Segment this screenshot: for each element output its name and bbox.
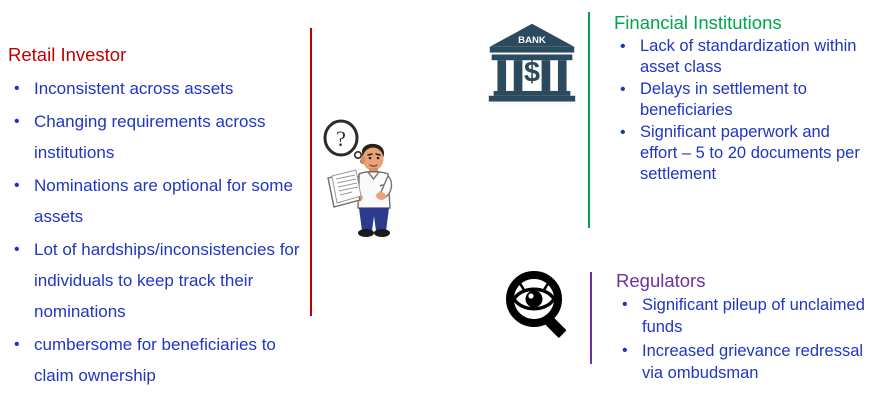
group-regulators: Regulators • Significant pileup of uncla… <box>616 270 870 386</box>
list-item-label: Increased grievance redressal via ombuds… <box>642 342 864 382</box>
list-item: • Lot of hardships/inconsistencies for i… <box>8 234 308 327</box>
confused-investor-icon: ? <box>318 116 404 238</box>
bullet-dot-icon: • <box>620 38 626 55</box>
list-item: • Significant pileup of unclaimed funds <box>616 294 870 338</box>
financial-institutions-title: Financial Institutions <box>614 12 782 33</box>
divider-purple <box>590 272 592 364</box>
retail-investor-bullet-list: • Inconsistent across assets • Changing … <box>8 73 308 391</box>
divider-green <box>588 12 590 228</box>
list-item: • cumbersome for beneficiaries to claim … <box>8 329 308 391</box>
list-item-label: Significant paperwork and effort – 5 to … <box>640 123 860 183</box>
list-item-label: Lot of hardships/inconsistencies for ind… <box>34 240 300 321</box>
divider-red <box>310 28 312 316</box>
list-item: • Changing requirements across instituti… <box>8 106 308 168</box>
bullet-dot-icon: • <box>620 81 626 98</box>
bank-building-icon: BANK $ <box>484 18 580 114</box>
documents-icon <box>327 169 362 208</box>
list-item: • Inconsistent across assets <box>8 73 308 104</box>
list-item: • Delays in settlement to beneficiaries <box>614 79 870 121</box>
dollar-sign-icon: $ <box>524 56 540 88</box>
list-item: • Significant paperwork and effort – 5 t… <box>614 122 870 185</box>
bullet-dot-icon: • <box>14 177 20 194</box>
bullet-dot-icon: • <box>14 241 20 258</box>
list-item-label: Changing requirements across institution… <box>34 112 266 162</box>
bullet-dot-icon: • <box>622 296 628 313</box>
list-item: • Nominations are optional for some asse… <box>8 170 308 232</box>
bullet-dot-icon: • <box>14 80 20 97</box>
list-item: • Lack of standardization within asset c… <box>614 36 870 78</box>
list-item-label: cumbersome for beneficiaries to claim ow… <box>34 335 276 385</box>
bullet-dot-icon: • <box>620 124 626 141</box>
list-item-label: Nominations are optional for some assets <box>34 176 293 226</box>
bullet-dot-icon: • <box>14 113 20 130</box>
bullet-dot-icon: • <box>622 342 628 359</box>
group-retail-investor: Retail Investor • Inconsistent across as… <box>8 44 308 393</box>
regulators-title: Regulators <box>616 270 706 291</box>
retail-investor-title: Retail Investor <box>8 44 127 65</box>
list-item-label: Significant pileup of unclaimed funds <box>642 296 865 336</box>
regulators-bullet-list: • Significant pileup of unclaimed funds … <box>616 294 870 384</box>
list-item-label: Inconsistent across assets <box>34 79 234 98</box>
magnifier-eye-icon <box>500 268 582 340</box>
group-financial-institutions: Financial Institutions • Lack of standar… <box>614 12 870 186</box>
list-item: • Increased grievance redressal via ombu… <box>616 340 870 384</box>
list-item-label: Lack of standardization within asset cla… <box>640 37 857 76</box>
bullet-dot-icon: • <box>14 336 20 353</box>
financial-institutions-bullet-list: • Lack of standardization within asset c… <box>614 36 870 185</box>
question-mark-icon: ? <box>336 126 346 151</box>
bank-label: BANK <box>518 35 546 46</box>
list-item-label: Delays in settlement to beneficiaries <box>640 80 807 119</box>
